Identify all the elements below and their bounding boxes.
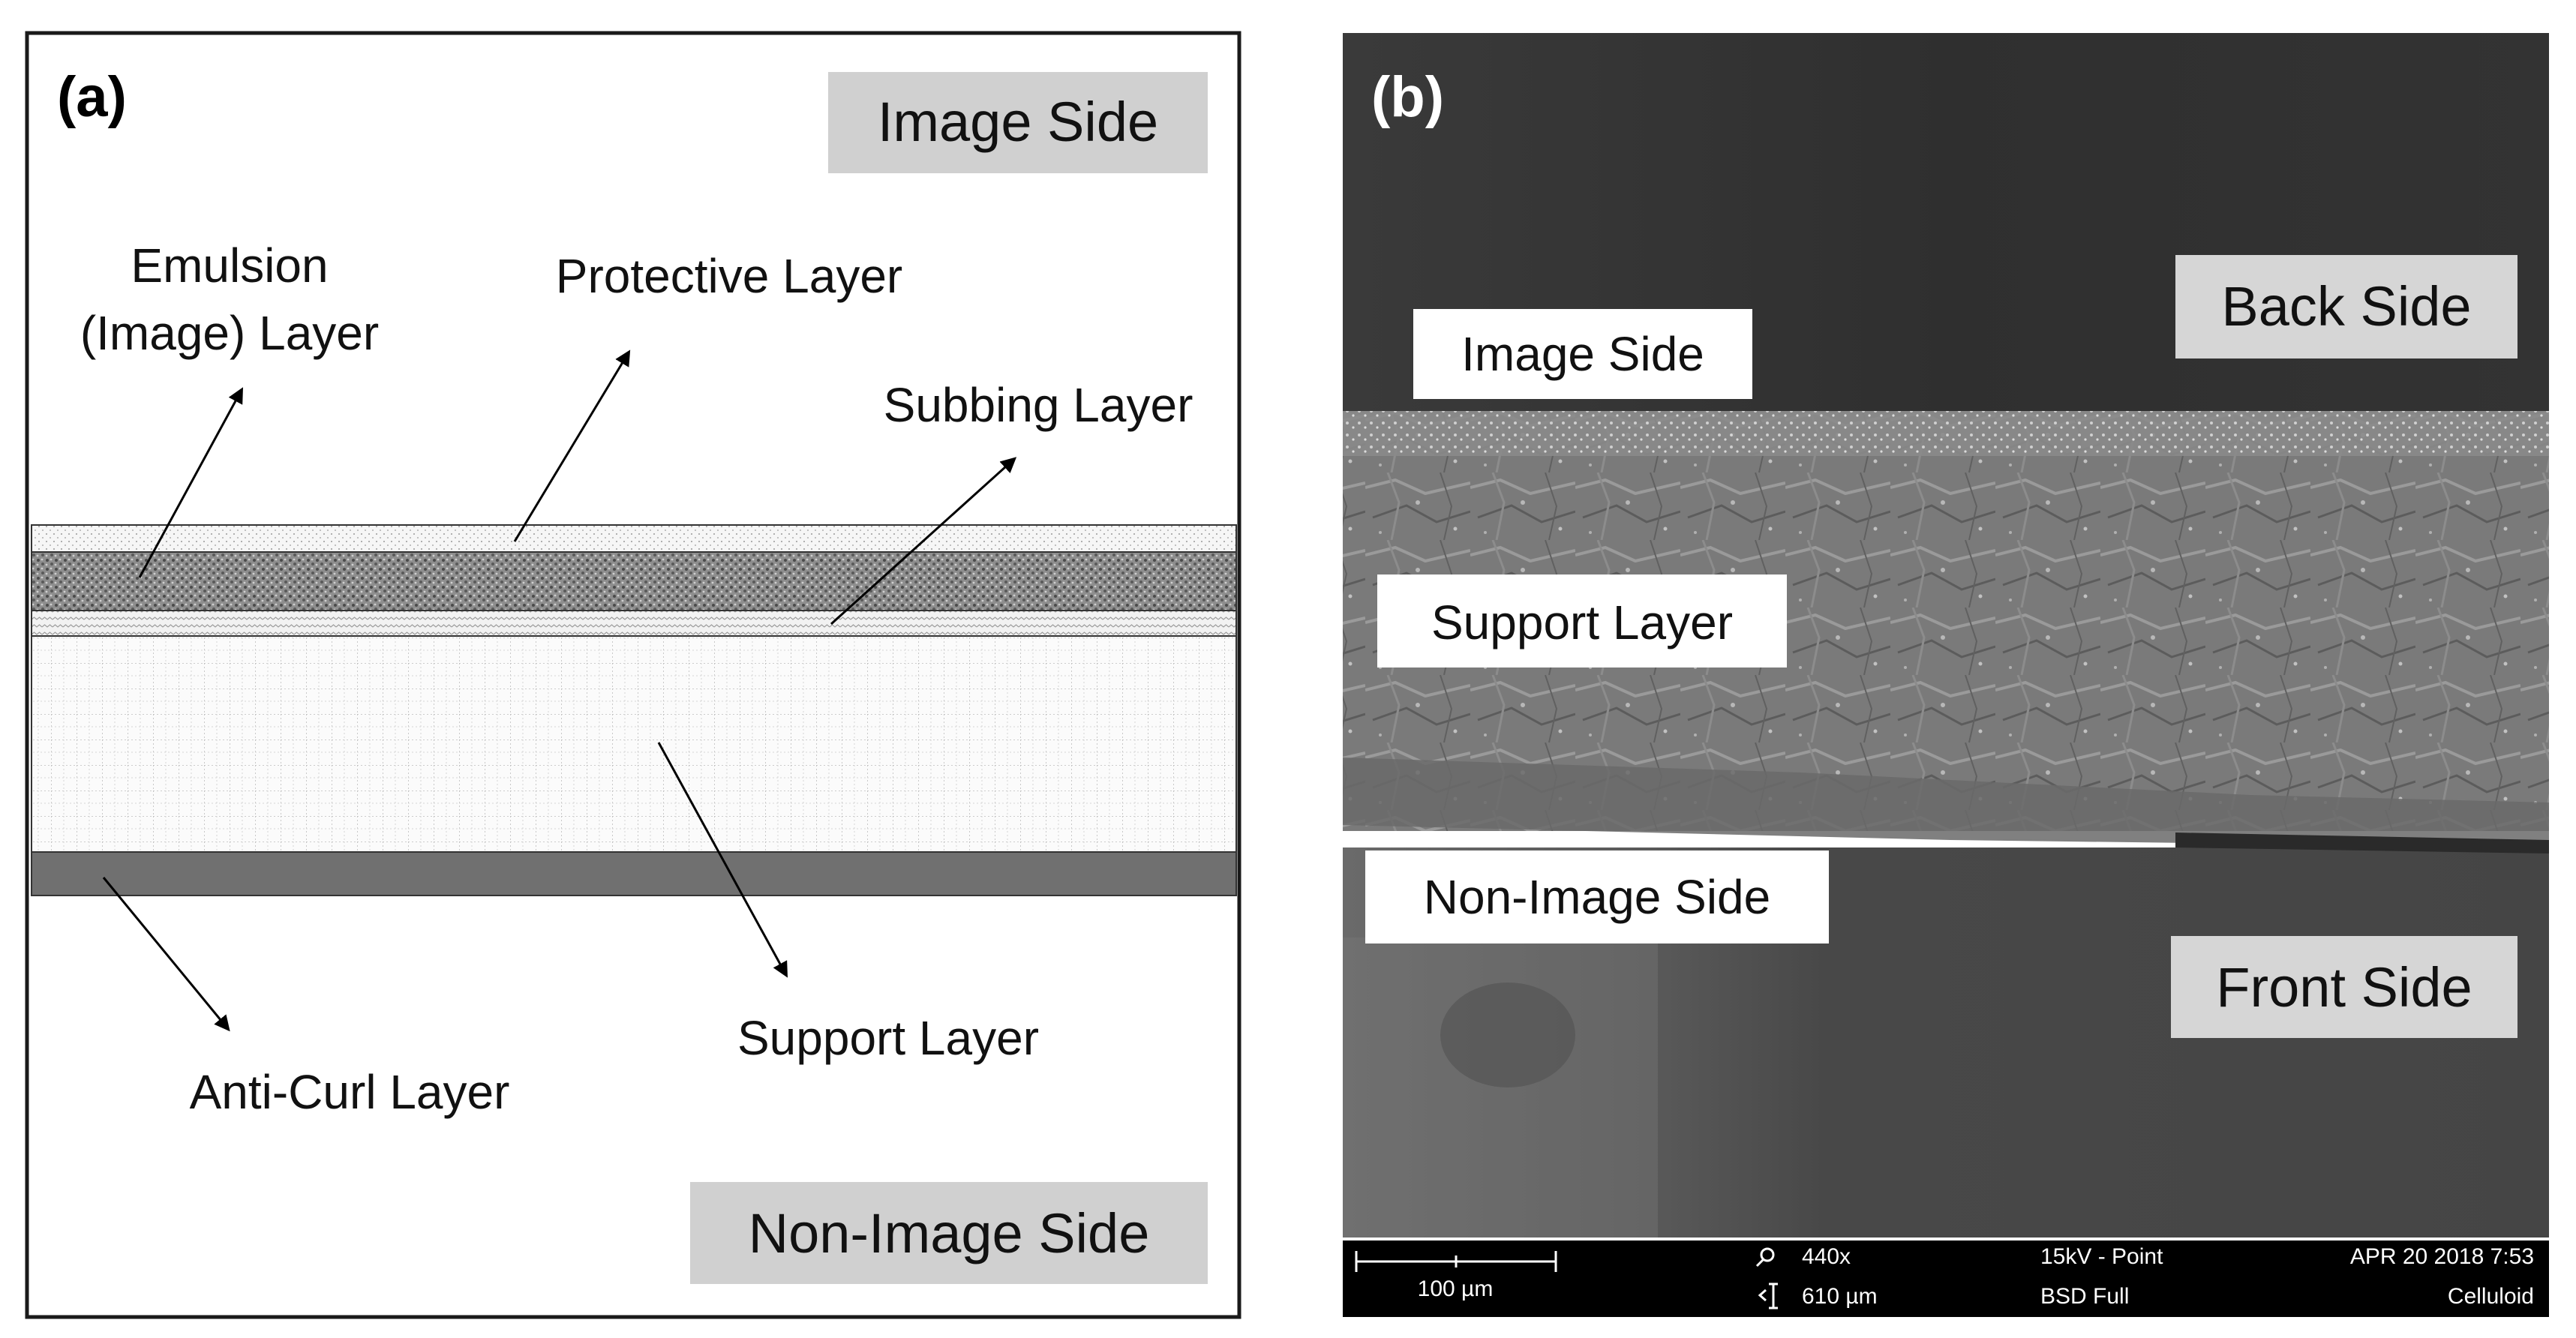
- protective-label: Protective Layer: [556, 249, 902, 303]
- sem-non-image-side-label: Non-Image Side: [1365, 850, 1829, 944]
- emulsion-layer-band: [31, 551, 1237, 611]
- sample-value: Celluloid: [2448, 1284, 2534, 1309]
- sem-back-side-text: Back Side: [2221, 275, 2471, 338]
- non-image-side-box: Non-Image Side: [690, 1182, 1208, 1284]
- anti-curl-label: Anti-Curl Layer: [190, 1065, 510, 1119]
- panel-b: (b) Image Side Back Side Support Layer N…: [1343, 33, 2549, 1317]
- sem-back-side-label: Back Side: [2175, 255, 2517, 358]
- sem-non-image-side-text: Non-Image Side: [1424, 870, 1770, 924]
- emulsion-label-line2: (Image) Layer: [80, 306, 379, 360]
- sem-front-side-text: Front Side: [2216, 956, 2472, 1018]
- emulsion-label-line1: Emulsion: [131, 238, 328, 292]
- subbing-layer-band: [31, 610, 1237, 637]
- leader-arrows: [102, 350, 1017, 1032]
- panel-a: (a) Image Side Emulsion (Image) Layer Pr…: [25, 31, 1241, 1319]
- subbing-label: Subbing Layer: [884, 378, 1193, 432]
- sem-dark-spot: [1440, 982, 1575, 1088]
- field-width-icon: [1758, 1282, 1778, 1310]
- sem-support-text: Support Layer: [1431, 596, 1733, 650]
- image-side-box: Image Side: [828, 72, 1208, 173]
- field-width-value: 610 µm: [1802, 1284, 1878, 1309]
- panel-b-tag: (b): [1371, 65, 1444, 129]
- magnification-value: 440x: [1802, 1244, 1851, 1269]
- emulsion-arrow: [138, 387, 244, 578]
- anti-curl-layer-band: [31, 851, 1237, 896]
- sem-image-side-label: Image Side: [1413, 309, 1752, 399]
- sem-image-side-text: Image Side: [1461, 327, 1704, 381]
- magnifier-icon: [1755, 1247, 1775, 1268]
- non-image-side-box-label: Non-Image Side: [749, 1202, 1150, 1264]
- detector-value: BSD Full: [2040, 1284, 2129, 1309]
- support-arrow: [657, 742, 788, 978]
- layer-stack: [31, 524, 1237, 896]
- support-label: Support Layer: [737, 1011, 1039, 1065]
- date-value: APR 20 2018 7:53: [2350, 1244, 2534, 1269]
- sem-lower-left-haze: [1343, 938, 1658, 1238]
- sem-top-edge-speckle: [1343, 411, 2549, 456]
- voltage-value: 15kV - Point: [2040, 1244, 2163, 1269]
- scale-bar: [1355, 1251, 1557, 1272]
- panel-a-tag: (a): [57, 65, 127, 129]
- protective-arrow: [513, 350, 631, 542]
- sem-info-bar: 100 µm 440x 610 µm 15kV - Point BSD Full…: [1343, 1240, 2549, 1317]
- subbing-arrow: [830, 457, 1017, 626]
- scale-bar-label: 100 µm: [1418, 1276, 1494, 1301]
- image-side-box-label: Image Side: [878, 91, 1158, 153]
- support-layer-band: [31, 635, 1237, 853]
- sem-front-side-label: Front Side: [2171, 936, 2517, 1038]
- protective-layer-band: [31, 524, 1237, 553]
- sem-lower-band: [1343, 758, 2549, 848]
- sem-bottom-edge: [2175, 832, 2549, 854]
- anti-curl-arrow: [102, 877, 230, 1032]
- sem-support-label: Support Layer: [1377, 574, 1787, 668]
